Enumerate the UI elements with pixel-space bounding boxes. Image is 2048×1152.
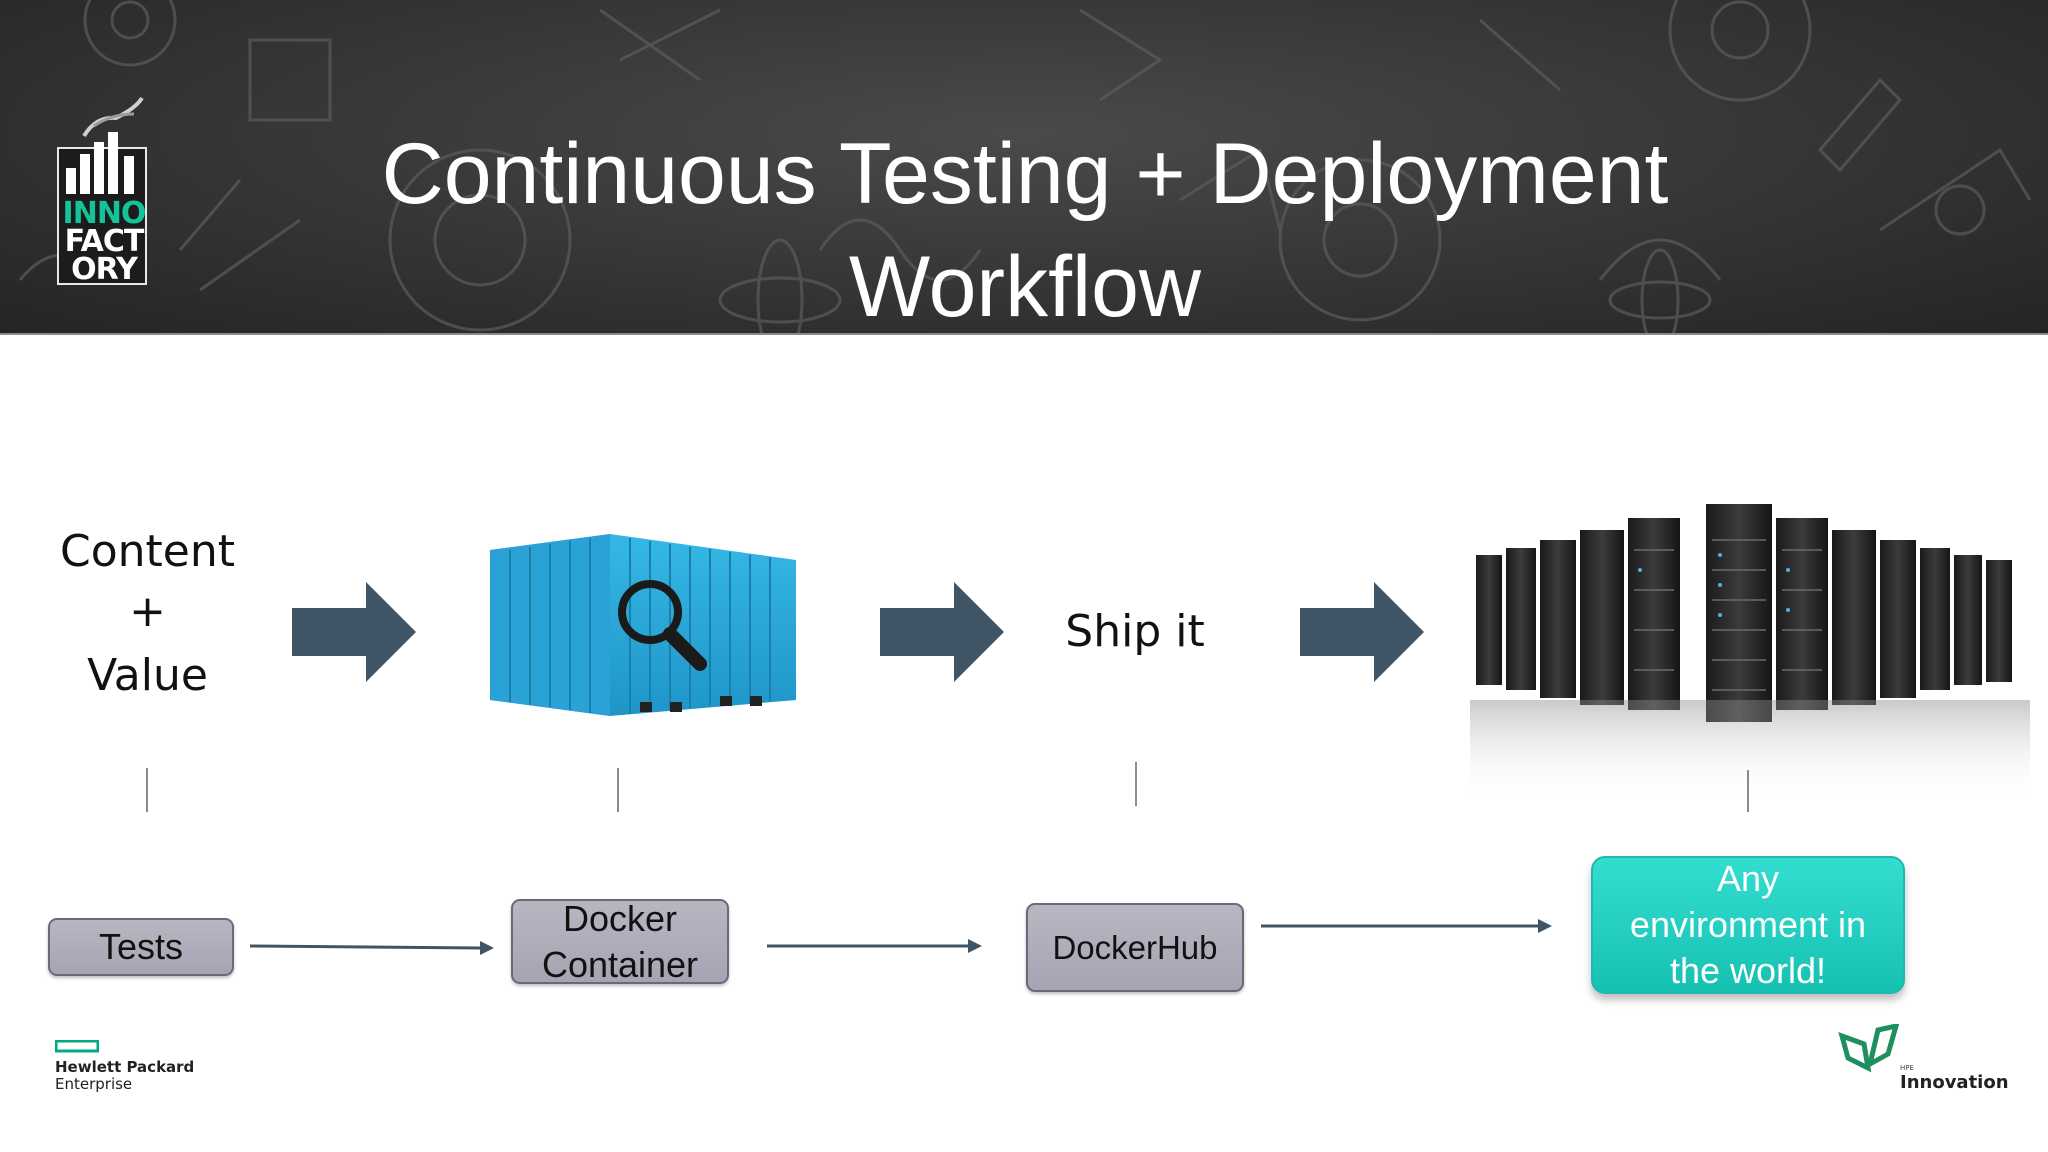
innofactory-logo-icon: [57, 96, 147, 285]
shipping-container-icon: [490, 534, 796, 716]
hpe-name: Hewlett Packard: [55, 1058, 195, 1076]
server-rack-icon: [1470, 504, 2030, 800]
right-arrow-icon: [1300, 582, 1424, 682]
value-line: Value: [87, 650, 208, 701]
innovation-label: Innovation: [1900, 1072, 2009, 1093]
any-line2: environment in: [1629, 904, 1867, 945]
title-line-1: Continuous Testing + Deployment: [381, 126, 1669, 222]
hpe-enterprise: Enterprise: [55, 1075, 133, 1093]
hpe-logo-icon: [54, 1039, 100, 1053]
connector-line: [617, 768, 619, 812]
logo-line-ory: ORY: [71, 252, 138, 287]
innofactory-logo-text: INNO FACT ORY: [56, 196, 152, 287]
logo-line-inno: INNO: [62, 196, 147, 231]
header-divider: [0, 333, 2048, 335]
connector-line: [146, 768, 148, 812]
dockerhub-box: DockerHub: [1026, 903, 1244, 992]
connector-line: [1135, 762, 1137, 806]
content-line: Content: [60, 526, 235, 577]
logo-line-fact: FACT: [64, 224, 145, 259]
slide-title: Continuous Testing + Deployment Workflow: [240, 118, 1810, 335]
connector-line: [1747, 770, 1749, 812]
hpe-logo: Hewlett Packard Enterprise: [54, 1039, 195, 1093]
content-value-label: Content + Value: [40, 522, 255, 706]
ship-it-label: Ship it: [1065, 606, 1205, 657]
innovation-icon: [1838, 1024, 1900, 1073]
docker-container-box: Docker Container: [511, 897, 729, 985]
slide-header: Continuous Testing + Deployment Workflow…: [0, 0, 2048, 335]
tests-label: Tests: [98, 926, 184, 967]
magnifier-icon: [618, 580, 707, 671]
right-arrow-icon: [292, 582, 416, 682]
docker-label-line2: Container: [541, 943, 699, 985]
innovation-small-label: HPE: [1900, 1064, 1914, 1072]
any-line1: Any: [1716, 858, 1780, 899]
plus-line: +: [129, 586, 166, 637]
docker-label-line1: Docker: [562, 897, 678, 939]
any-environment-box: Any environment in the world!: [1591, 856, 1905, 994]
dockerhub-label: DockerHub: [1052, 928, 1218, 966]
right-arrow-icon: [880, 582, 1004, 682]
title-line-2: Workflow: [848, 239, 1202, 335]
chalkboard-doodles: [18, 0, 2032, 335]
any-line3: the world!: [1669, 950, 1827, 991]
tests-box: Tests: [48, 918, 234, 976]
